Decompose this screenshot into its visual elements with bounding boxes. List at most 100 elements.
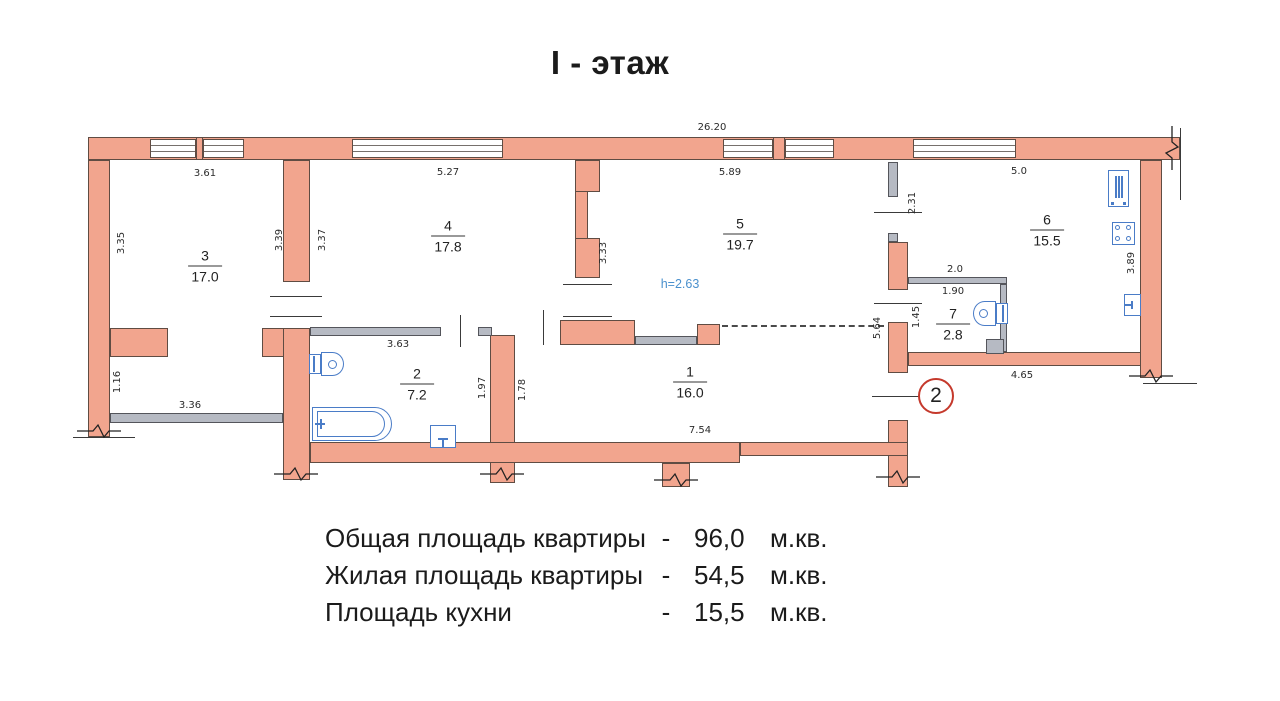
dimension-label: 5.0 [1011,166,1027,177]
room-label: 1 16.0 [673,364,707,401]
room-area: 19.7 [726,236,754,253]
summary-value: 96,0 [694,523,745,553]
entrance-number-badge: 2 [918,378,954,414]
room-area: 17.0 [191,268,219,285]
dimension-label: 3.37 [317,228,328,252]
dimension-label: 1.90 [941,286,965,297]
partition-segment [635,336,697,345]
dimension-tick [872,396,922,397]
room-area: 17.8 [434,238,462,255]
extension-line [1180,128,1181,200]
dimension-label: 5.89 [718,167,742,178]
room-number: 2 [400,366,434,385]
dashed-line [722,325,884,327]
wall-segment [697,324,720,345]
dimension-tick [563,284,612,285]
dimension-label: 1.16 [112,370,123,394]
window [150,139,196,158]
summary-value: 54,5 [694,560,745,590]
break-symbol [876,469,920,485]
dimension-label: 5.64 [872,316,883,340]
room-number: 3 [188,248,222,267]
dimension-tick [563,316,612,317]
room-number: 6 [1030,212,1064,231]
summary-dash: - [661,597,671,627]
room-number: 4 [431,218,465,237]
wall-segment [888,322,908,373]
fridge-icon [1108,170,1129,207]
partition-segment [888,233,898,242]
window [203,139,244,158]
page-title: I - этаж [550,44,670,81]
room-label: 3 17.0 [188,248,222,285]
room-area: 16.0 [676,384,704,401]
break-symbol [480,466,524,482]
dimension-label: 2.31 [907,191,918,215]
window [785,139,834,158]
partition-segment [310,327,441,336]
dimension-label: 7.54 [688,425,712,436]
break-symbol [1164,126,1180,170]
room-label: 2 7.2 [400,366,434,403]
toilet-icon [309,352,344,376]
break-symbol [1129,368,1173,384]
dimension-label: 3.33 [598,241,609,265]
break-symbol [654,472,698,488]
dimension-label: 1.97 [477,376,488,400]
wall-segment [560,320,635,345]
wall-segment [283,160,310,282]
dimension-label: 2.0 [947,264,963,275]
room-area: 2.8 [943,326,963,343]
sink-icon [430,425,456,448]
entrance-number: 2 [930,384,942,407]
room-label: 6 15.5 [1030,212,1064,249]
room-number: 1 [673,364,707,383]
dimension-tick [460,315,461,347]
dimension-label: 26.20 [697,122,727,133]
dimension-label: 3.89 [1126,251,1137,275]
room-area: 15.5 [1033,232,1061,249]
summary-dash: - [661,523,671,553]
dimension-label: 5.27 [436,167,460,178]
dimension-tick [543,310,544,345]
summary-unit: м.кв. [770,597,828,627]
dimension-tick [270,316,322,317]
wall-segment [575,238,600,278]
kitchen-sink-icon [1124,294,1141,316]
area-summary: Общая площадь квартиры - 96,0 м.кв. Жила… [325,523,828,634]
break-symbol [274,466,318,482]
dimension-label: 1.45 [911,305,922,329]
wall-segment [908,352,1143,366]
room-number: 5 [723,216,757,235]
summary-label: Жилая площадь квартиры [325,560,644,590]
summary-unit: м.кв. [770,560,828,590]
summary-label: Площадь кухни [325,597,512,627]
wall-segment [110,328,168,357]
partition-segment [478,327,492,336]
wall-segment [310,442,740,463]
summary-label: Общая площадь квартиры [325,523,646,553]
dimension-label: 3.36 [178,400,202,411]
wall-segment [88,160,110,437]
window [723,139,773,158]
wall-segment [575,191,588,239]
window [913,139,1016,158]
window [352,139,503,158]
wall-segment [283,328,310,480]
wall-segment [888,242,908,290]
kitchen-table-icon [1112,222,1135,245]
dimension-tick [270,296,322,297]
partition-segment [888,162,898,197]
partition-segment [908,277,1007,284]
wall-segment [575,160,600,192]
summary-unit: м.кв. [770,523,828,553]
dimension-label: 3.61 [193,168,217,179]
dimension-label: 3.63 [386,339,410,350]
room-label: 4 17.8 [431,218,465,255]
wall-segment [740,442,908,456]
extension-line [1143,383,1197,384]
window-mullion [196,137,203,160]
window-mullion [773,137,785,160]
summary-value: 15,5 [694,597,745,627]
